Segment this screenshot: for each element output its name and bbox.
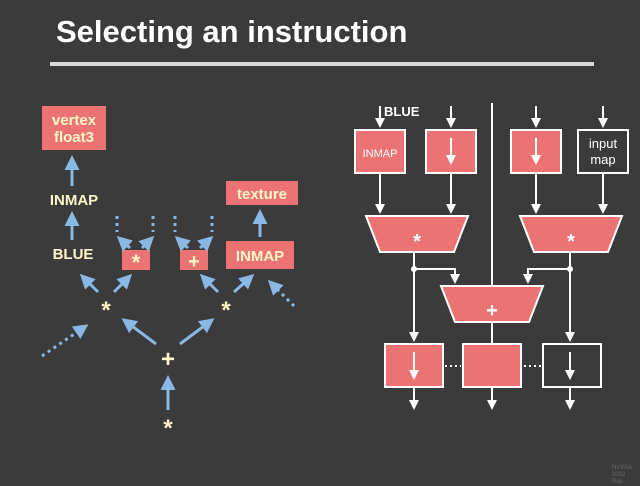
mul-unit-left xyxy=(364,215,470,253)
add-center-symbol: + xyxy=(161,346,175,373)
mul-unit-right-symbol: * xyxy=(567,231,575,253)
texture-box xyxy=(226,181,298,205)
add-box xyxy=(180,250,208,270)
mul-unit-right xyxy=(518,215,624,253)
mul-unit-left-symbol: * xyxy=(413,231,421,253)
top-input-arrows xyxy=(375,106,608,128)
add-unit xyxy=(439,285,545,323)
arrows-to-mul-row xyxy=(121,318,215,346)
passthrough-box-2 xyxy=(510,129,562,174)
junction-left xyxy=(411,266,417,272)
mul-box xyxy=(122,250,150,270)
output-box-center xyxy=(462,343,522,388)
input-map-line2: map xyxy=(590,152,615,167)
mul-bottom-symbol: * xyxy=(163,415,173,442)
input-map-line1: input xyxy=(589,136,618,151)
junction-right xyxy=(567,266,573,272)
datapath-blue-label: BLUE xyxy=(384,104,420,119)
corner-tag-line1: NVIDIA · xyxy=(612,465,636,471)
vertex-label: vertex xyxy=(52,112,97,129)
dotted-arrow-right xyxy=(267,279,296,308)
inmap-right-label: INMAP xyxy=(236,248,284,265)
add-box-symbol: + xyxy=(188,251,200,273)
wires-to-multipliers xyxy=(375,174,608,214)
add-unit-symbol: + xyxy=(486,300,498,322)
final-output-arrows xyxy=(409,388,575,410)
texture-label: texture xyxy=(237,186,287,203)
mul-box-symbol: * xyxy=(132,250,141,275)
corner-tag-line2: 2002 · Rev xyxy=(612,472,630,485)
vertex-float3-box xyxy=(42,106,106,150)
inmap-right-box xyxy=(226,241,294,269)
datapath-inmap-box xyxy=(354,129,406,174)
input-map-box xyxy=(577,129,629,174)
arrows-into-stubs xyxy=(116,235,214,252)
float3-label: float3 xyxy=(54,129,94,146)
mul-right-symbol: * xyxy=(221,297,231,324)
dotted-stubs xyxy=(115,216,214,232)
mul-left-symbol: * xyxy=(101,297,111,324)
slide-title: Selecting an instruction xyxy=(56,14,408,49)
datapath-inmap-label: INMAP xyxy=(363,148,398,160)
expression-tree: vertex float3 INMAP BLUE * + texture INM… xyxy=(41,106,298,442)
inmap-top-label: INMAP xyxy=(50,192,98,209)
dotted-arrow-left xyxy=(41,324,89,358)
title-underline xyxy=(50,62,594,66)
datapath: BLUE INMAP input map * * xyxy=(354,103,629,410)
blue-leaf-label: BLUE xyxy=(53,246,94,263)
arrows-to-middle-row xyxy=(79,273,255,294)
output-box-right xyxy=(542,343,602,388)
